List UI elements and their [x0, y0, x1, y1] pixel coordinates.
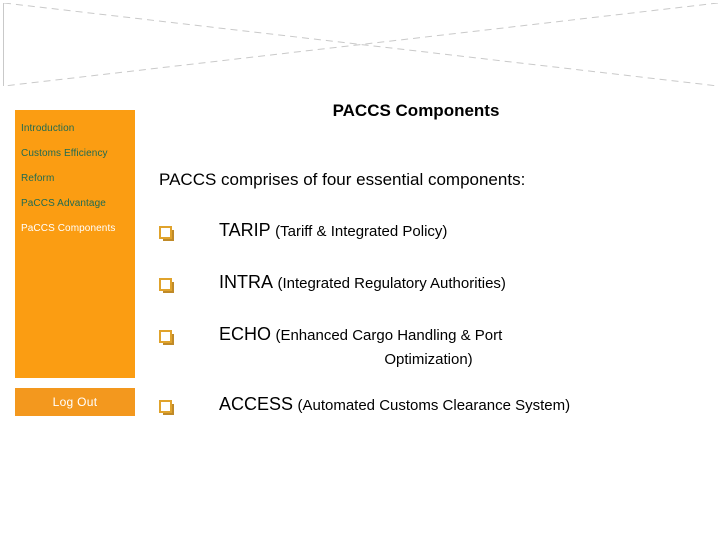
component-acronym: ECHO: [219, 324, 272, 344]
log-out-button[interactable]: Log Out: [15, 388, 135, 416]
hollow-square-bullet-icon: [159, 226, 172, 239]
sidebar-item-customs-efficiency[interactable]: Customs Efficiency: [21, 148, 108, 159]
list-item: TARIP (Tariff & Integrated Policy): [159, 218, 704, 250]
hollow-square-bullet-icon: [159, 400, 172, 413]
list-item: ECHO (Enhanced Cargo Handling & Port Opt…: [159, 322, 704, 372]
list-item: INTRA (Integrated Regulatory Authorities…: [159, 270, 704, 302]
list-item: ACCESS (Automated Customs Clearance Syst…: [159, 392, 704, 424]
sidebar-item-introduction[interactable]: Introduction: [21, 123, 75, 134]
sidebar-item-paccs-advantage[interactable]: PaCCS Advantage: [21, 198, 106, 209]
component-list: TARIP (Tariff & Integrated Policy) INTRA…: [159, 218, 704, 444]
sidebar-item-reform[interactable]: Reform: [21, 173, 55, 184]
component-acronym: ACCESS: [219, 394, 294, 414]
lead-paragraph: PACCS comprises of four essential compon…: [159, 170, 526, 189]
component-acronym: TARIP: [219, 220, 271, 240]
page-title: PACCS Components: [332, 101, 500, 120]
component-expansion: (Enhanced Cargo Handling & Port: [275, 327, 503, 344]
component-text: ECHO (Enhanced Cargo Handling & Port Opt…: [219, 322, 704, 372]
sidebar-item-paccs-components[interactable]: PaCCS Components: [21, 223, 116, 234]
component-expansion: (Integrated Regulatory Authorities): [277, 275, 506, 292]
placeholder-cross-icon: [4, 3, 718, 86]
component-expansion-continued: Optimization): [384, 351, 473, 368]
component-text: TARIP (Tariff & Integrated Policy): [219, 218, 704, 244]
hollow-square-bullet-icon: [159, 278, 172, 291]
component-expansion: (Automated Customs Clearance System): [297, 397, 571, 414]
header-placeholder-box: [3, 3, 718, 86]
component-acronym: INTRA: [219, 272, 273, 292]
component-text: ACCESS (Automated Customs Clearance Syst…: [219, 392, 704, 418]
component-expansion: (Tariff & Integrated Policy): [275, 223, 448, 240]
hollow-square-bullet-icon: [159, 330, 172, 343]
component-text: INTRA (Integrated Regulatory Authorities…: [219, 270, 704, 296]
sidebar-nav: Introduction Customs Efficiency Reform P…: [15, 110, 135, 378]
